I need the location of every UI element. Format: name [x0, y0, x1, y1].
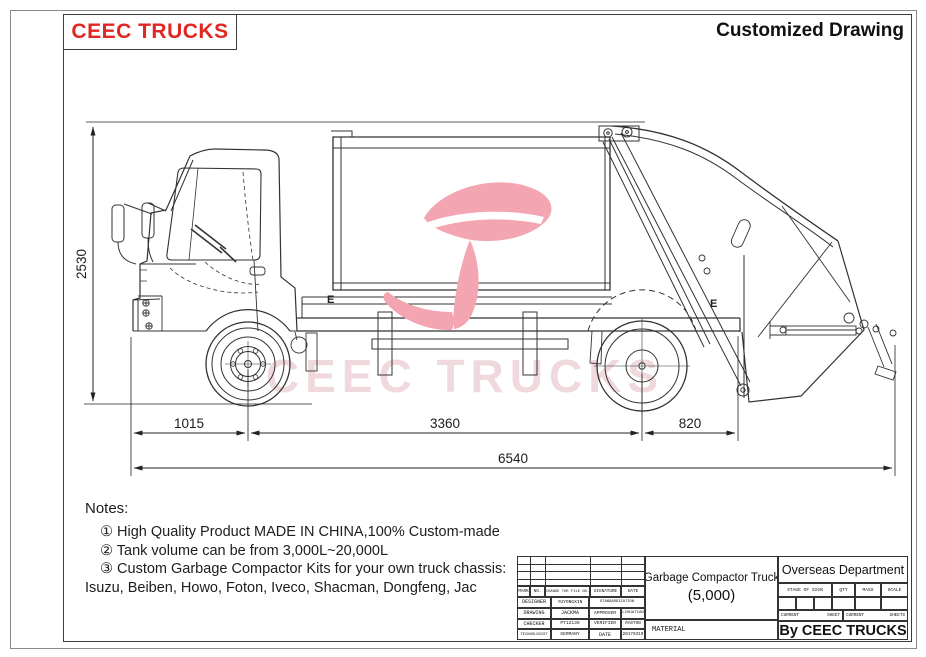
date-label: DATE: [589, 629, 621, 640]
designer-label: DESIGNER: [517, 597, 551, 608]
dim-rear-overhang: 820: [679, 416, 702, 431]
hydraulic-cylinder: [769, 322, 863, 339]
material-cell: MATERIAL: [645, 620, 778, 640]
tow-hook: [290, 336, 308, 354]
product-spec: (5,000): [687, 587, 736, 604]
stage-empty-1: [778, 597, 796, 610]
rear-view-mirrors: [111, 202, 167, 265]
brand-logo-text: CEEC TRUCKS: [71, 20, 229, 43]
title-block: MARK NO. CHANGE THE FILE NO. SIGNATURE D…: [517, 556, 908, 640]
current-sheets-cell: CURRENT SHEETS: [843, 610, 908, 621]
rev-col-mark: MARK: [517, 586, 530, 597]
dimension-labels: 2530 1015 3360 820 6540: [74, 249, 701, 466]
compactor-tailgate: [587, 125, 897, 403]
dim-height: 2530: [74, 249, 89, 279]
brand-logo-box: CEEC TRUCKS: [63, 14, 237, 50]
truck-cab: [111, 148, 298, 332]
subframe-bracket-front: [377, 311, 393, 376]
dimension-lines: [84, 121, 896, 476]
qty-value-cell: [832, 597, 855, 610]
technologist-name: GERMANY: [551, 629, 589, 640]
verifier-label: VERIFIER: [589, 618, 621, 630]
note-line-2: ② Tank volume can be from 3,000L~20,000L: [100, 542, 389, 559]
product-name: Garbage Compactor Truck: [645, 572, 778, 584]
note-line-1: ① High Quality Product MADE IN CHINA,100…: [100, 524, 500, 540]
designer-name: YUYONGXIN: [551, 597, 589, 608]
stage-of-sign-header: STAGE OF SIGN: [778, 583, 832, 597]
front-mud-flap: [305, 332, 318, 372]
standardization-cell: STANDARDIZATION: [589, 597, 645, 608]
technologist-label: TECHNOLOGIST: [517, 629, 551, 640]
rev-col-no: NO.: [530, 586, 545, 597]
compactor-box-body: [331, 130, 611, 291]
mass-header: MASS: [855, 583, 881, 597]
door-edge: [253, 259, 259, 332]
scale-header: SCALE: [881, 583, 908, 597]
note-line-3: ③ Custom Garbage Compactor Kits for your…: [100, 561, 507, 577]
checker-label: CHECKER: [517, 618, 551, 630]
subframe-bracket-rear: [522, 311, 538, 376]
current-sheet-cell: CURRENT SHEET: [778, 610, 843, 621]
outer-border: [10, 10, 917, 649]
product-title-cell: Garbage Compactor Truck (5,000): [645, 556, 778, 620]
dim-wheelbase: 3360: [430, 416, 460, 431]
stage-empty-3: [814, 597, 832, 610]
mass-value-cell: [855, 597, 881, 610]
drawing-label: DRAWING: [517, 607, 551, 619]
current-label-1: CURRENT: [781, 613, 800, 618]
date-value: 20170319: [621, 629, 645, 640]
arm-slot: [730, 219, 751, 248]
stage-empty-2: [796, 597, 814, 610]
rear-linkage: [843, 312, 897, 381]
side-guard-rail: [371, 338, 569, 350]
watermark-leaf-icon: [383, 182, 552, 331]
ref-mark-right: E: [710, 298, 717, 310]
sheet-label: SHEET: [827, 613, 840, 618]
window-vent-divider: [188, 167, 199, 261]
chassis: [290, 296, 741, 376]
notes-section: Notes: ① High Quality Product MADE IN CH…: [85, 500, 506, 597]
ref-mark-left: E: [327, 294, 334, 306]
door-handle: [249, 266, 266, 276]
dim-front-overhang: 1015: [174, 416, 204, 431]
drawing-name: JACKMA: [551, 607, 589, 619]
drawing-frame: [63, 14, 912, 642]
lifting-arms: [602, 132, 751, 387]
arm-top-pivot-bracket: [598, 125, 640, 142]
note-line-4: Isuzu, Beiben, Howo, Foton, Iveco, Shacm…: [85, 579, 477, 596]
checker-name: PT12139: [551, 618, 589, 630]
dim-total-length: 6540: [498, 451, 528, 466]
cab-interior-dashed-lines: [169, 171, 263, 294]
rev-col-change: CHANGE THE FILE NO.: [545, 586, 590, 597]
department-cell: Overseas Department: [778, 556, 908, 583]
notes-heading: Notes:: [85, 500, 129, 517]
steering-wheel: [190, 224, 237, 263]
byline-cell: By CEEC TRUCKS: [778, 621, 908, 640]
sheets-label: SHEETS: [889, 613, 905, 618]
cab-hinge-bolts: [142, 299, 153, 330]
approver-label: APPROVER: [589, 607, 621, 619]
rev-col-date: DATE: [621, 586, 645, 597]
rear-fender: [587, 289, 697, 332]
qty-header: QTY: [832, 583, 855, 597]
tailgate-braces: [757, 205, 851, 338]
arm-bottom-pivot: [736, 383, 750, 397]
verifier-name: RASTON: [621, 618, 645, 630]
scale-value-cell: [881, 597, 908, 610]
current-label-2: CURRENT: [846, 613, 865, 618]
rev-col-signature: SIGNATURE: [590, 586, 621, 597]
document-title: Customized Drawing: [716, 20, 904, 41]
watermark-brand-text: CEEC TRUCKS: [266, 350, 664, 402]
approver-name: LIHUATIAN: [621, 607, 645, 619]
